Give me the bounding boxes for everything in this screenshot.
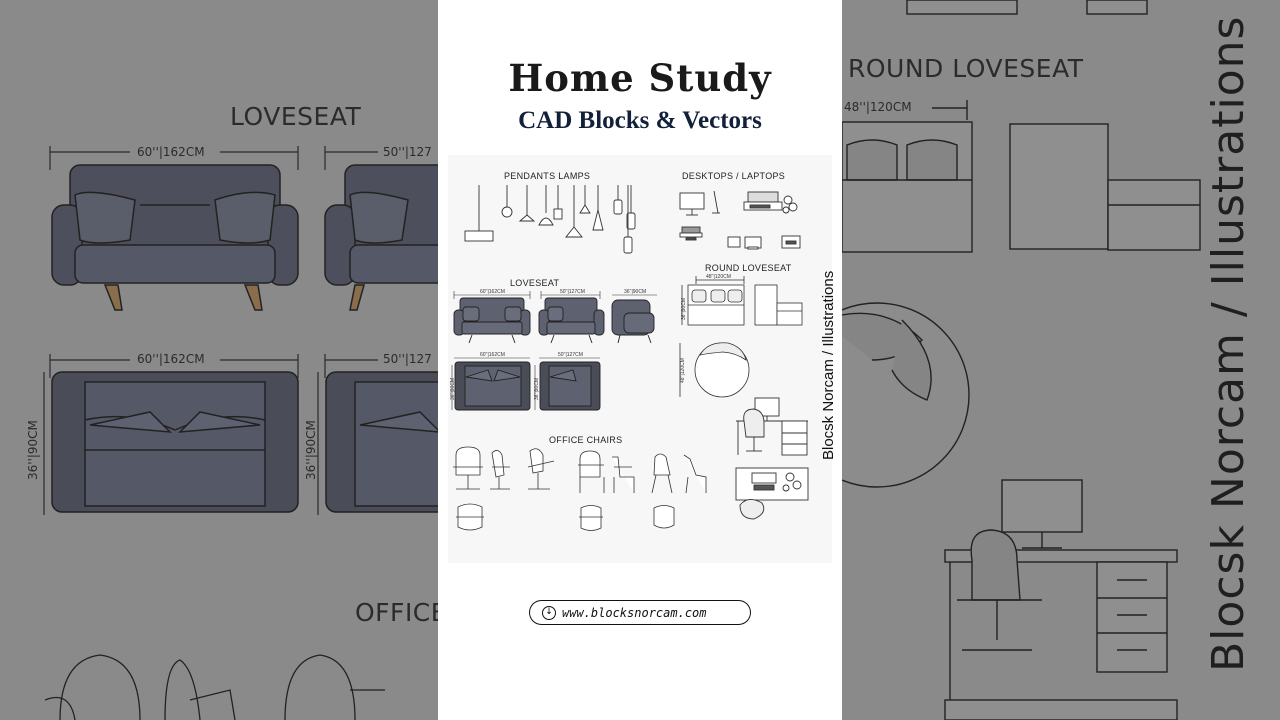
sheet-watermark-text: Blocsk Norcam / Illustrations <box>820 270 837 460</box>
round-loveseat <box>679 276 803 398</box>
desktops-laptops <box>679 190 801 250</box>
bg-loveseat-heading: LOVESEAT <box>230 102 362 131</box>
section-label-desktops: DESKTOPS / LAPTOPS <box>682 171 786 181</box>
svg-text:36''|90CM: 36''|90CM <box>450 378 456 400</box>
bg-loveseat-top <box>51 371 299 513</box>
background-left-panel: LOVESEAT 60''|162CM 50''|127 60''|162CM … <box>0 0 438 720</box>
section-label-round-loveseat: ROUND LOVESEAT <box>705 263 792 273</box>
study-card: Home Study CAD Blocks & Vectors PENDANTS… <box>438 0 842 720</box>
bg-dim-label: 48''|120CM <box>844 100 912 114</box>
svg-text:48''|120CM: 48''|120CM <box>680 358 686 383</box>
svg-text:48''|120CM: 48''|120CM <box>706 274 731 280</box>
svg-text:60''|162CM: 60''|162CM <box>480 289 505 295</box>
bg-round-loveseat-heading: ROUND LOVESEAT <box>848 54 1084 83</box>
svg-text:60''|162CM: 60''|162CM <box>480 352 505 358</box>
bg-loveseat-front <box>51 164 299 311</box>
arrow-down-icon: ↓ <box>542 605 556 620</box>
cad-sheet: PENDANTS LAMPS DESKTOPS / LAPTOPS LOVESE… <box>448 155 837 563</box>
pendant-lamps <box>464 185 636 254</box>
bg-watermark-text: Blocsk Norcam / Illustrations <box>1203 15 1254 672</box>
bg-dim-label: 50''|127 <box>383 145 432 159</box>
office-desk-stations <box>735 397 809 520</box>
loveseat-top-views <box>454 361 601 411</box>
bg-left-drawings <box>43 146 438 720</box>
svg-text:36''|90CM: 36''|90CM <box>534 378 540 400</box>
page-subtitle: CAD Blocks & Vectors <box>518 107 762 134</box>
bg-loveseat-top-2 <box>325 371 438 513</box>
bg-loveseat-front-2 <box>324 164 438 311</box>
section-label-loveseat: LOVESEAT <box>510 278 560 288</box>
website-link[interactable]: ↓ www.blocksnorcam.com <box>529 600 751 625</box>
bg-right-drawings <box>842 0 1201 720</box>
page-title: Home Study <box>508 56 772 100</box>
svg-text:36''|90CM: 36''|90CM <box>624 289 646 295</box>
bg-dim-label: 60''|162CM <box>137 145 205 159</box>
svg-text:50''|127CM: 50''|127CM <box>558 352 583 358</box>
bg-dim-label: 60''|162CM <box>137 352 205 366</box>
bg-office-heading: OFFICE <box>355 598 438 627</box>
bg-office-chairs <box>44 654 385 720</box>
section-label-pendants: PENDANTS LAMPS <box>504 171 591 181</box>
cad-drawings: 60''|162CM 50''|127CM 36''|90CM 60''|162CM… <box>450 185 809 531</box>
website-url: www.blocksnorcam.com <box>562 605 707 620</box>
loveseat-front-views <box>453 297 655 344</box>
background-right-panel: ROUND LOVESEAT 48''|120CM <box>842 0 1280 720</box>
svg-text:50''|127CM: 50''|127CM <box>560 289 585 295</box>
office-chairs <box>453 446 707 531</box>
bg-dim-label: 50''|127 <box>383 352 432 366</box>
section-label-office-chairs: OFFICE CHAIRS <box>549 435 623 445</box>
svg-text:36''|90CM: 36''|90CM <box>681 298 687 320</box>
